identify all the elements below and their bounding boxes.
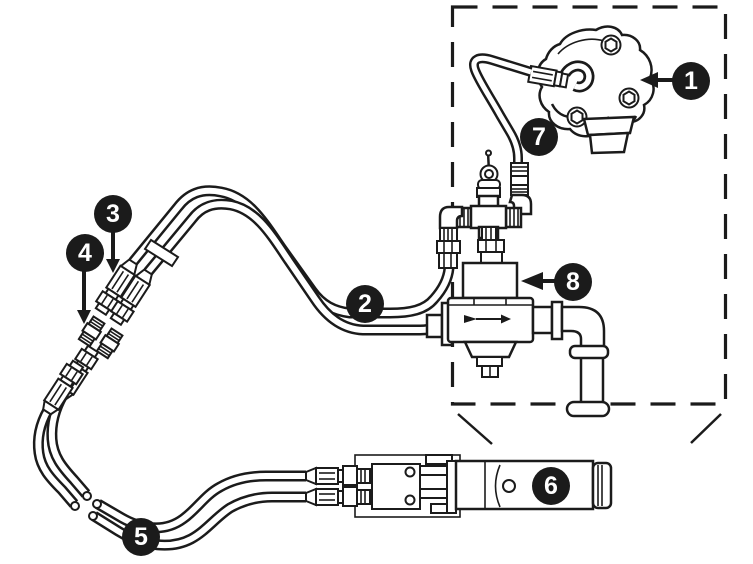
- adapter-union-1: [77, 315, 106, 348]
- pump-supply-hose: [469, 53, 533, 164]
- hose-end-fitting-1: [94, 258, 138, 317]
- cylinder-curve: [494, 464, 501, 508]
- inline-coupler: [508, 162, 533, 216]
- hose-open-end: [82, 491, 92, 501]
- leader-line-right: [690, 413, 722, 444]
- hex-nut: [436, 240, 461, 254]
- valve-right-tube: [531, 305, 554, 335]
- crimp-sleeve: [438, 252, 458, 269]
- cylinder-assembly: [315, 454, 613, 518]
- callout-1-arrow: [640, 72, 673, 88]
- valve-skirt: [463, 340, 518, 359]
- pump-body-contour: [557, 38, 605, 55]
- adapter-union-2: [95, 327, 124, 360]
- cross-body: [469, 204, 508, 230]
- callout-4-arrow: [77, 271, 91, 324]
- callout-3: 3: [94, 195, 132, 233]
- hose-end-fitting-4: [42, 359, 85, 416]
- hose-pair-main: [128, 185, 455, 336]
- valve-right-flange: [550, 300, 564, 341]
- valve-assembly: [425, 226, 611, 418]
- callout-8: 8: [554, 263, 592, 301]
- valve-coil-block: [461, 261, 519, 300]
- hose-open-end: [92, 499, 102, 509]
- callout-2: 2: [346, 285, 384, 323]
- pump-bolt-top: [600, 34, 622, 56]
- hose-open-end: [70, 501, 80, 511]
- callout-5: 5: [122, 518, 160, 556]
- hose-open-end: [88, 511, 98, 521]
- pump-outlet-upper: [582, 115, 636, 137]
- valve-left-tube: [425, 313, 444, 339]
- callout-arrows: [77, 72, 673, 324]
- pump-bolt-right: [618, 87, 640, 109]
- leader-line-left: [457, 413, 493, 445]
- pipe-end: [565, 400, 611, 418]
- hose-strap: [143, 238, 180, 268]
- cylinder-inlet-fittings: [315, 465, 371, 507]
- valve-bottom-port: [476, 356, 503, 367]
- pump-assembly: [527, 25, 655, 155]
- callout-7: 7: [520, 118, 558, 156]
- callout-1: 1: [672, 62, 710, 100]
- callout-4: 4: [66, 234, 104, 272]
- valve-hex: [477, 239, 505, 253]
- cylinder-body: [454, 459, 595, 511]
- pipe-collar: [568, 344, 610, 360]
- pump-bolt-left: [566, 106, 588, 128]
- pump-hose-fitting: [527, 64, 570, 89]
- bracket: [419, 454, 457, 514]
- flow-arrow: [464, 314, 511, 324]
- cylinder-hole: [502, 479, 516, 493]
- callout-8-arrow: [521, 272, 555, 290]
- pump-outlet-lower: [588, 131, 630, 155]
- elbow-fitting-left: [436, 205, 464, 269]
- callout-3-arrow: [106, 232, 120, 273]
- hose-end-fitting-2: [109, 268, 153, 327]
- callout-6: 6: [532, 467, 570, 505]
